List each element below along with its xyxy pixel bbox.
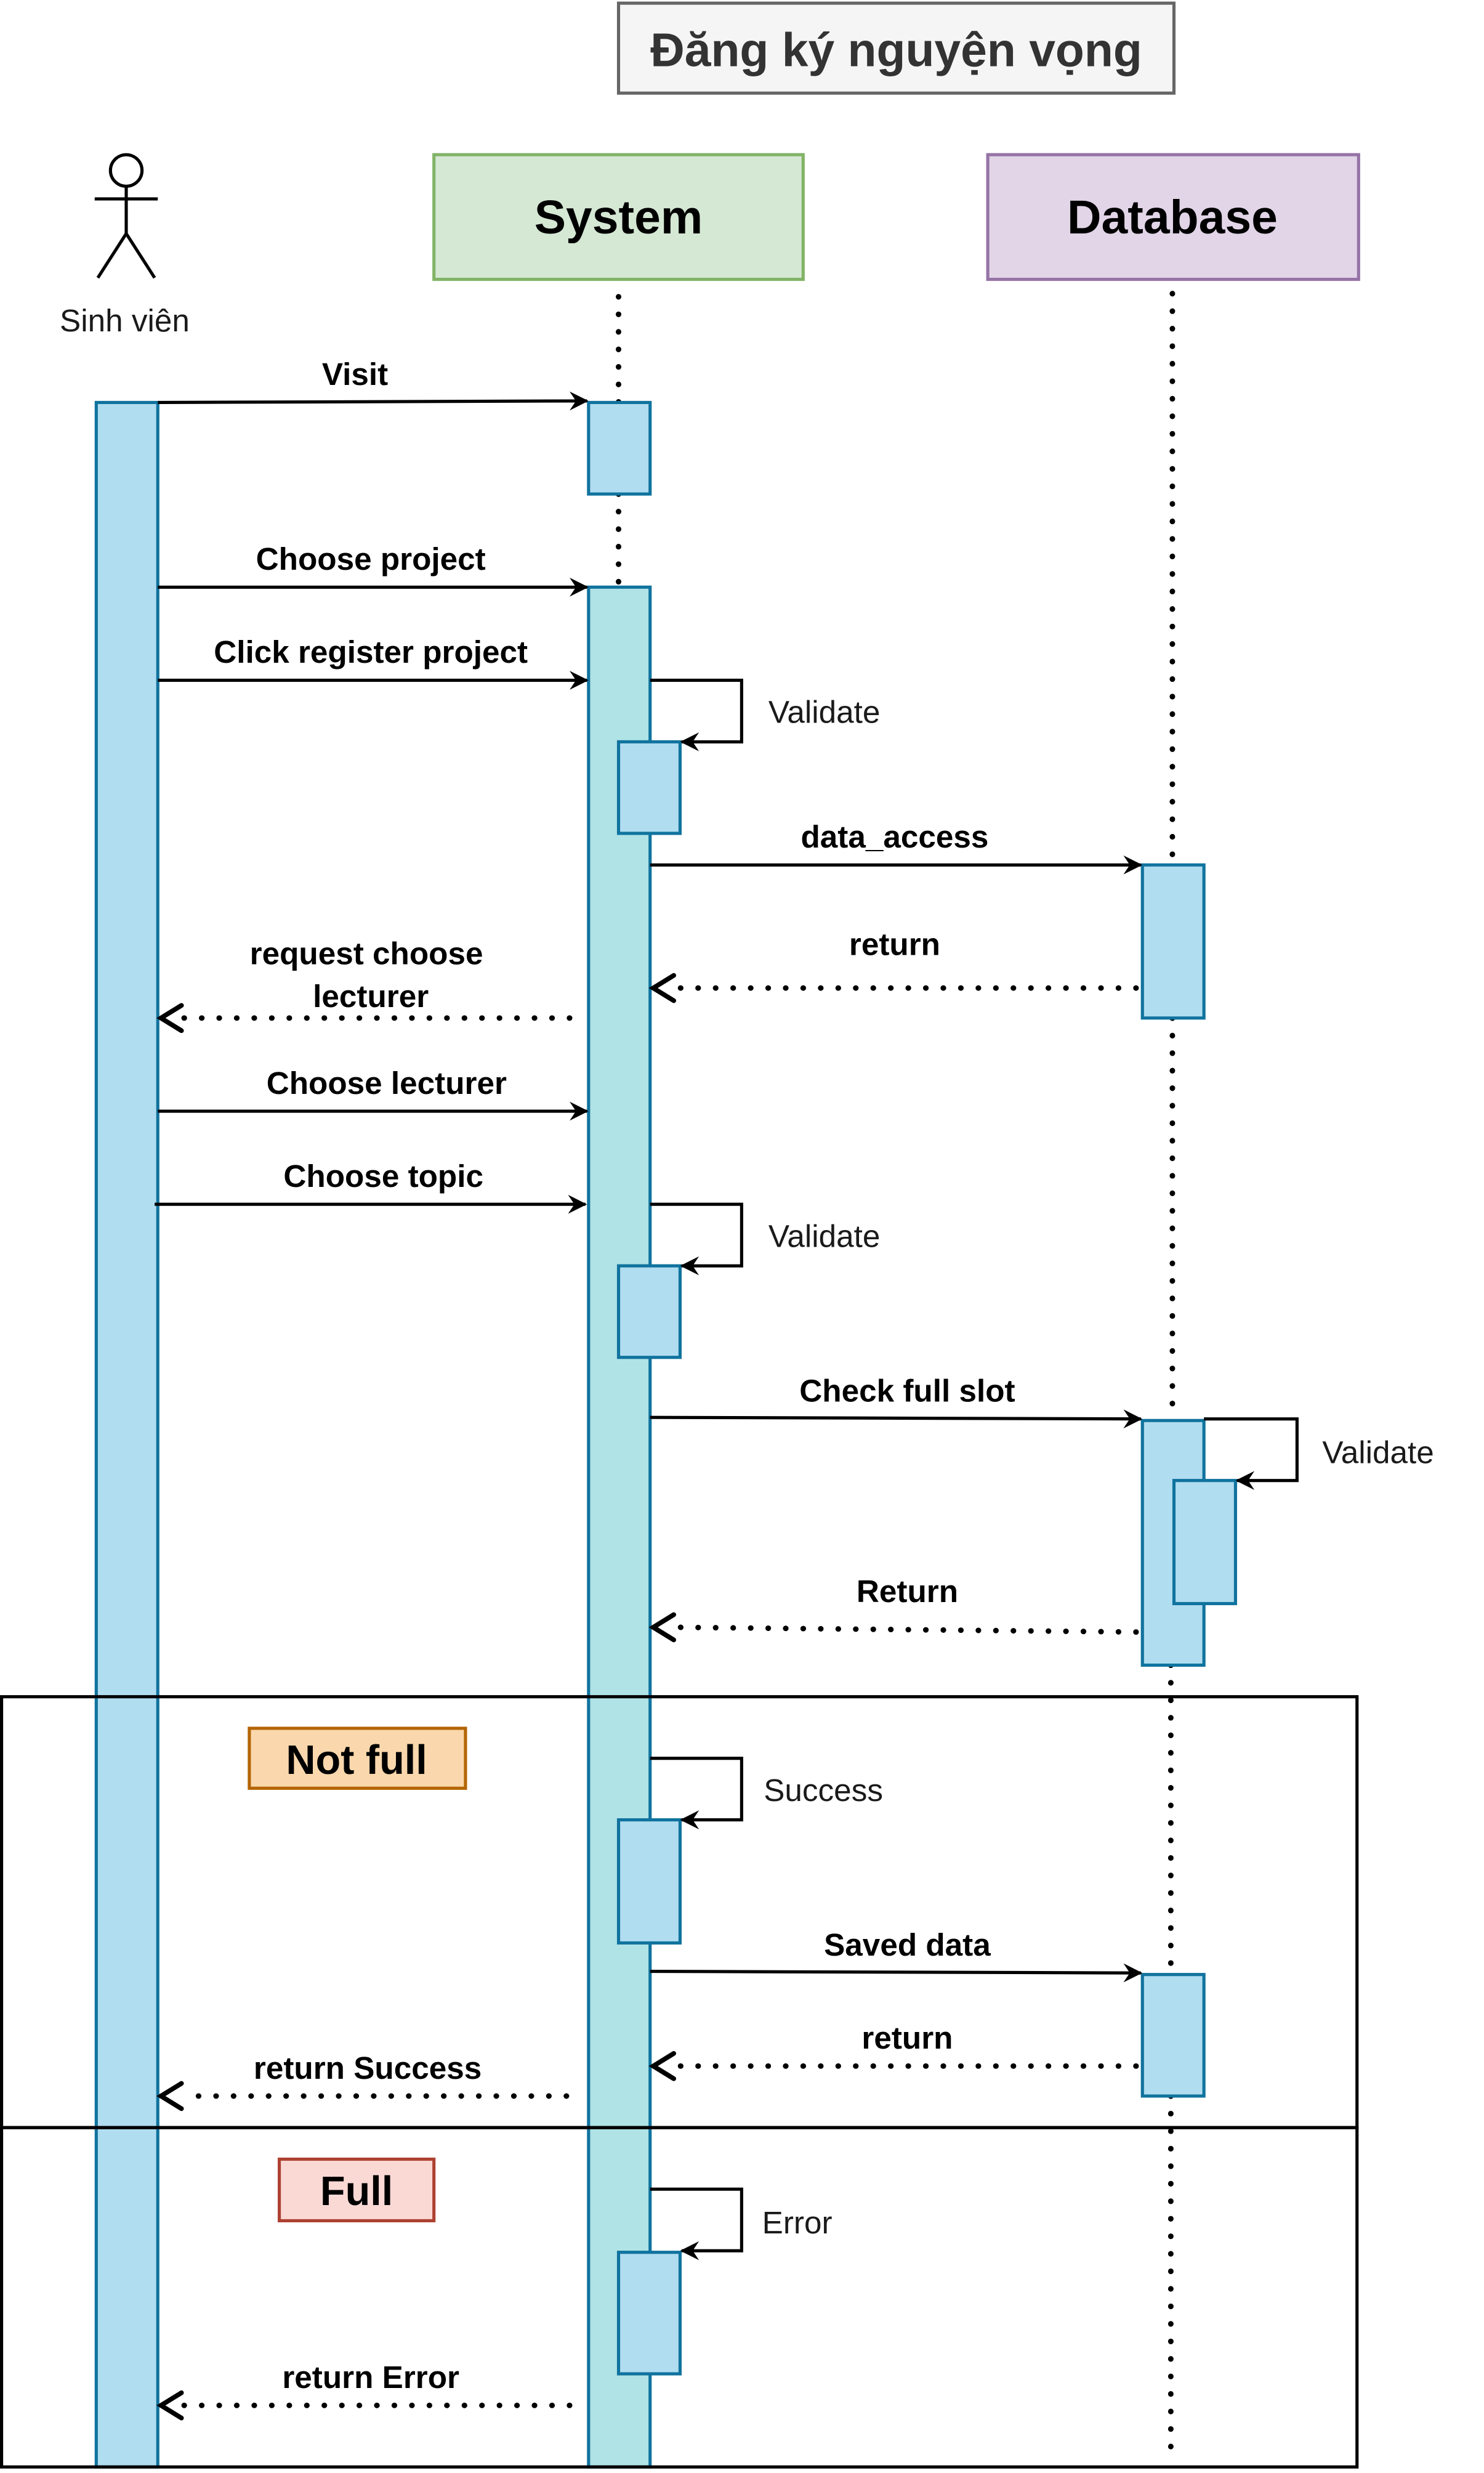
label-check-full-slot: Check full slot xyxy=(799,1374,1015,1409)
arrow-saved-data xyxy=(650,1963,1143,1983)
label-success: Success xyxy=(764,1773,883,1808)
actor-stick-figure-icon xyxy=(94,153,158,279)
lifelines xyxy=(616,291,1176,2465)
activation-success xyxy=(616,1818,682,1945)
reply-arrows xyxy=(180,985,1139,2408)
fragment-badge-full xyxy=(278,2157,436,2222)
sync-arrows xyxy=(155,391,1143,1983)
activation-student xyxy=(94,400,159,2469)
activation-validate-2 xyxy=(616,1264,682,1359)
diagram-title: Đăng ký nguyện vọng xyxy=(650,24,1142,77)
label-return-3: return xyxy=(861,2020,953,2055)
self-message-labels: Validate Validate Validate Success Error xyxy=(762,695,1434,2240)
self-validate-1 xyxy=(650,678,743,751)
arrow-return-2 xyxy=(672,1624,1139,1635)
activation-db-validate xyxy=(1172,1479,1237,1606)
fragment-frame-full xyxy=(0,2126,1359,2469)
label-validate-3: Validate xyxy=(1322,1435,1434,1470)
activations xyxy=(94,400,1237,2469)
reply-arrowheads xyxy=(156,973,677,2421)
message-labels: Visit Choose project Click register proj… xyxy=(214,357,1015,2395)
self-error xyxy=(650,2187,743,2261)
self-validate-3 xyxy=(1204,1417,1299,1490)
title-box xyxy=(616,1,1176,95)
activation-system-visit xyxy=(587,400,652,496)
fragment-label-not-full: Not full xyxy=(286,1738,427,1783)
fragment-badge-not-full xyxy=(248,1726,467,1790)
label-validate-2: Validate xyxy=(768,1218,880,1253)
arrow-check-full-slot xyxy=(650,1409,1143,1428)
label-choose-project: Choose project xyxy=(256,541,486,577)
label-return-1: return xyxy=(849,926,940,961)
label-error: Error xyxy=(762,2205,833,2240)
label-saved-data: Saved data xyxy=(824,1927,991,1962)
self-arrows xyxy=(650,678,1299,2261)
label-validate-1: Validate xyxy=(768,695,880,730)
fragments xyxy=(0,1695,1359,2469)
label-return-success: return Success xyxy=(254,2050,482,2086)
participant-system-label: System xyxy=(534,191,703,244)
arrow-visit xyxy=(158,391,589,411)
participant-database-box xyxy=(986,153,1360,281)
fragment-label-full: Full xyxy=(320,2169,393,2214)
label-visit: Visit xyxy=(322,357,388,392)
activation-system-main xyxy=(587,585,652,2469)
activation-db-3 xyxy=(1140,1973,1206,2098)
participant-system-box xyxy=(432,153,805,281)
label-choose-topic: Choose topic xyxy=(283,1159,483,1194)
self-success xyxy=(650,1757,743,1829)
label-return-error: return Error xyxy=(282,2360,459,2395)
activation-validate-1 xyxy=(616,740,682,835)
participant-database-label: Database xyxy=(1067,191,1278,244)
label-return-2: Return xyxy=(857,1574,958,1609)
label-click-register: Click register project xyxy=(214,634,528,670)
label-request-lecturer: request choose lecturer xyxy=(250,936,492,1014)
label-choose-lecturer: Choose lecturer xyxy=(267,1066,507,1101)
self-validate-2 xyxy=(650,1202,743,1276)
activation-error xyxy=(616,2251,682,2376)
actor-label: Sinh viên xyxy=(60,303,190,338)
activation-db-1 xyxy=(1140,863,1206,1020)
label-data-access: data_access xyxy=(800,819,988,854)
